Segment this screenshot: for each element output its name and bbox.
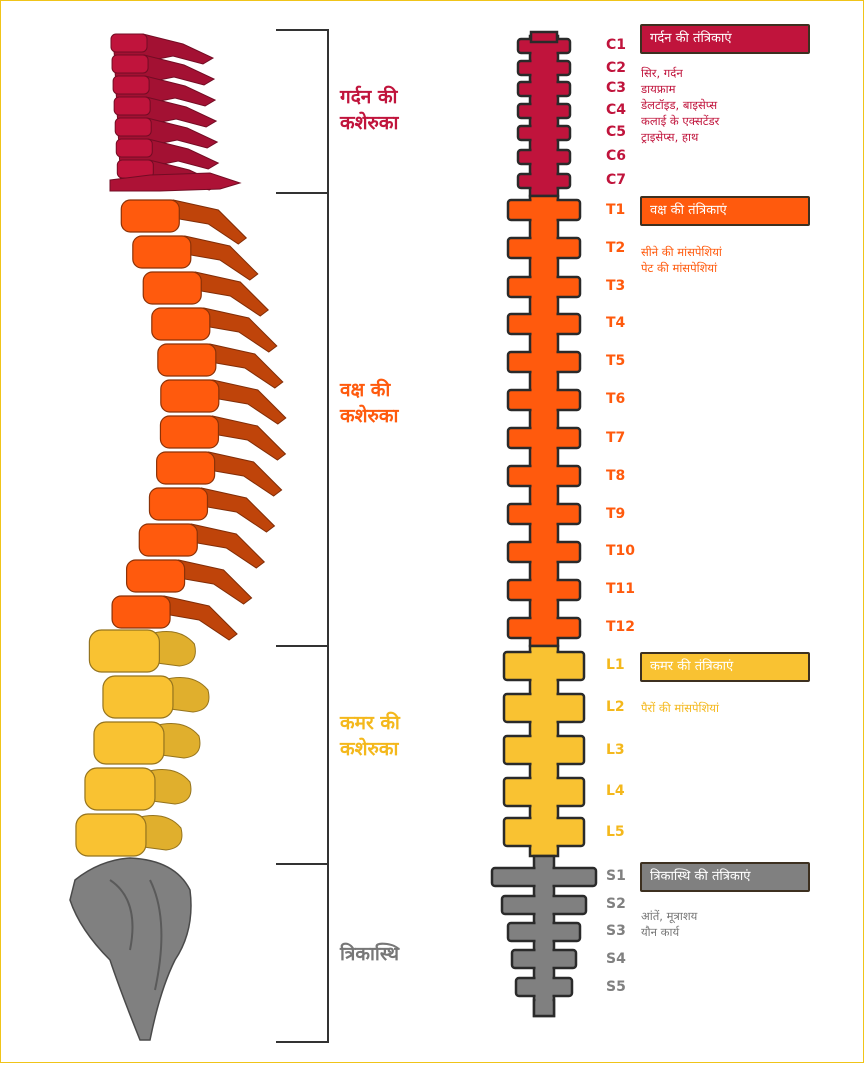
level-label-c7: C7	[606, 172, 626, 188]
level-label-c4: C4	[606, 102, 626, 118]
region-label-lumbar: कमर की कशेरुका	[340, 710, 400, 762]
level-label-s3: S3	[606, 923, 626, 939]
level-label-s2: S2	[606, 896, 626, 912]
level-label-c1: C1	[606, 37, 626, 53]
illus-lumbar-1	[89, 630, 195, 672]
nerve-functions-cervical: सिर, गर्दन डायफ्राम डेलटॉइड, बाइसेप्स कल…	[641, 65, 719, 145]
level-label-t8: T8	[606, 468, 625, 484]
level-label-t12: T12	[606, 619, 635, 635]
level-label-l4: L4	[606, 783, 625, 799]
level-label-t11: T11	[606, 581, 635, 597]
level-label-s4: S4	[606, 951, 626, 967]
level-label-t6: T6	[606, 391, 625, 407]
nerve-functions-lumbar: पैरों की मांसपेशियां	[641, 700, 719, 716]
column-core-cervical	[532, 38, 557, 195]
level-label-l5: L5	[606, 824, 625, 840]
level-label-t5: T5	[606, 353, 625, 369]
nerve-functions-thoracic: सीने की मांसपेशियां पेट की मांसपेशियां	[641, 244, 722, 276]
region-label-cervical: गर्दन की कशेरुका	[340, 84, 398, 136]
level-label-c6: C6	[606, 148, 626, 164]
region-brackets	[276, 30, 328, 1042]
column-top-cap	[531, 32, 557, 42]
illus-lumbar-2	[103, 676, 209, 718]
column-bottom-fill	[536, 995, 553, 1007]
illus-lumbar-3	[94, 722, 200, 764]
column-core-thoracic	[532, 198, 557, 645]
illus-lumbar-5	[76, 814, 182, 856]
level-label-c2: C2	[606, 60, 626, 76]
nerve-box-sacral: त्रिकास्थि की तंत्रिकाएं	[640, 862, 810, 892]
level-label-l2: L2	[606, 699, 625, 715]
nerve-box-lumbar: कमर की तंत्रिकाएं	[640, 652, 810, 682]
spinal-column-schematic	[492, 32, 596, 1016]
column-core-lumbar	[532, 648, 557, 855]
nerve-box-thoracic: वक्ष की तंत्रिकाएं	[640, 196, 810, 226]
bracket-lumbar	[276, 646, 328, 864]
illus-lumbar-4	[85, 768, 191, 810]
level-label-t2: T2	[606, 240, 625, 256]
level-label-c3: C3	[606, 80, 626, 96]
level-label-l1: L1	[606, 657, 625, 673]
level-label-t4: T4	[606, 315, 625, 331]
column-core-sacral	[536, 858, 553, 1015]
spine-illustration	[70, 34, 286, 1040]
level-label-l3: L3	[606, 742, 625, 758]
region-label-thoracic: वक्ष की कशेरुका	[340, 377, 398, 429]
region-label-sacral: त्रिकास्थि	[340, 941, 399, 967]
nerve-functions-sacral: आंतें, मूत्राशय यौन कार्य	[641, 908, 697, 940]
level-label-t1: T1	[606, 202, 625, 218]
level-label-s1: S1	[606, 868, 626, 884]
level-label-c5: C5	[606, 124, 626, 140]
nerve-box-cervical: गर्दन की तंत्रिकाएं	[640, 24, 810, 54]
bracket-sacral	[276, 864, 328, 1042]
level-label-t9: T9	[606, 506, 625, 522]
level-label-t3: T3	[606, 278, 625, 294]
bracket-cervical	[276, 30, 328, 193]
level-label-s5: S5	[606, 979, 626, 995]
level-label-t10: T10	[606, 543, 635, 559]
level-label-t7: T7	[606, 430, 625, 446]
